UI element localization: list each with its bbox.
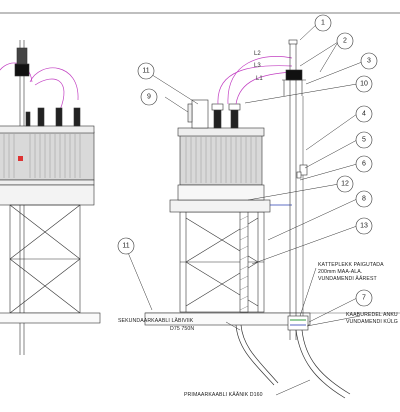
svg-text:D75 750N: D75 750N: [170, 326, 194, 332]
jumper-l3: [217, 65, 293, 105]
callout-4: 4: [355, 105, 373, 123]
svg-text:5: 5: [362, 137, 366, 144]
utility-pole: [288, 39, 298, 340]
callout-6: 6: [355, 155, 373, 173]
callout-8: 8: [355, 190, 373, 208]
callout-13: 13: [355, 217, 373, 235]
left-transformer-view: [0, 40, 101, 355]
svg-text:2: 2: [343, 38, 347, 45]
svg-text:6: 6: [362, 161, 366, 168]
left-lattice-stand: [9, 204, 81, 314]
callout-2: 2: [336, 32, 354, 50]
cable-support-column: [239, 211, 249, 313]
left-bushings: [25, 107, 81, 127]
phase-labels: L2 L3 L1: [254, 51, 263, 82]
note-secondary-cable: SEKUNDAARKAABLI LÄBIVIIK D75 750N: [118, 317, 194, 332]
callout-12: 12: [336, 175, 354, 193]
hv-bushings: [211, 103, 241, 129]
callout-7: 7: [355, 289, 373, 307]
svg-text:4: 4: [362, 111, 366, 118]
note-cable-anchor: KAABUREDEL ANKU VUNDAMENDI KÜLG: [346, 312, 398, 325]
left-cable-loop-2: [29, 67, 79, 101]
callout-5: 5: [355, 131, 373, 149]
note-cover-plate: KATTEPLEKK PAIGUTADA 200mm MAA-ALA. VUND…: [318, 262, 384, 282]
phase-label-l1: L1: [256, 76, 263, 82]
callout-bubbles: 1 2 3 10 4 5 6 12: [117, 14, 378, 307]
callout-leaders: [123, 23, 363, 396]
left-cable-loop-3: [34, 78, 65, 111]
svg-text:9: 9: [147, 94, 151, 101]
svg-text:VUNDAMENDI KÜLG: VUNDAMENDI KÜLG: [346, 318, 398, 325]
svg-text:3: 3: [367, 58, 371, 65]
svg-text:KATTEPLEKK PAIGUTADA: KATTEPLEKK PAIGUTADA: [318, 262, 384, 268]
foundation-slab: [144, 312, 311, 326]
left-pole-insulator: [14, 63, 30, 77]
pole-top-insulator: [285, 69, 303, 81]
svg-text:KAABUREDEL ANKU: KAABUREDEL ANKU: [346, 312, 398, 318]
svg-text:11: 11: [142, 68, 149, 75]
conservator: [191, 99, 209, 129]
jumper-l1: [235, 71, 293, 105]
callout-9: 9: [140, 88, 158, 106]
callout-3: 3: [360, 52, 378, 70]
surge-arresters: [282, 79, 306, 96]
left-cable-loop-1: [0, 62, 33, 83]
secondary-cable: [235, 324, 275, 386]
note-primary-cable: PRIMAARKAABLI KÄÄNIK D160: [184, 391, 263, 398]
svg-text:7: 7: [362, 295, 366, 302]
left-transformer-tank: [0, 131, 95, 181]
svg-text:PRIMAARKAABLI KÄÄNIK D160: PRIMAARKAABLI KÄÄNIK D160: [184, 391, 263, 398]
svg-text:13: 13: [360, 223, 368, 230]
callout-11-bottom: 11: [117, 237, 135, 255]
svg-text:1: 1: [321, 20, 325, 27]
phase-label-l2: L2: [254, 51, 261, 57]
phase-label-l3: L3: [254, 63, 261, 69]
svg-text:11: 11: [122, 243, 129, 250]
svg-text:SEKUNDAARKAABLI LÄBIVIIK: SEKUNDAARKAABLI LÄBIVIIK: [118, 317, 194, 324]
cable-terminal-box: [287, 315, 309, 331]
main-transformer-view: [144, 39, 400, 399]
svg-text:10: 10: [360, 81, 368, 88]
svg-text:200mm MAA-ALA.: 200mm MAA-ALA.: [318, 269, 362, 275]
jumper-l2: [227, 56, 293, 105]
svg-text:8: 8: [362, 196, 366, 203]
callout-1: 1: [314, 14, 332, 32]
callout-10: 10: [355, 75, 373, 93]
svg-text:12: 12: [341, 181, 349, 188]
transformer-platform: [169, 199, 271, 213]
callout-11-top: 11: [137, 62, 155, 80]
primary-cable: [295, 329, 346, 399]
lattice-stand: [179, 211, 265, 313]
svg-text:VUNDAMENDI ÄÄREST: VUNDAMENDI ÄÄREST: [318, 275, 378, 282]
